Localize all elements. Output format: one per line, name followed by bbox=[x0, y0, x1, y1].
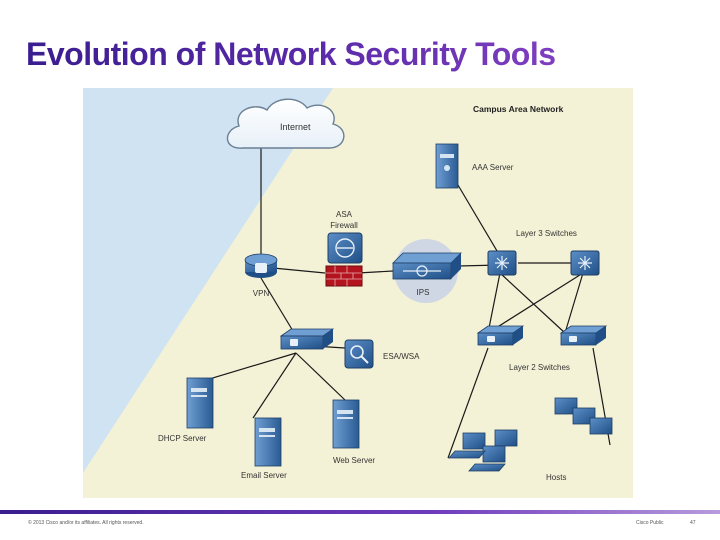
layer2-switch-left-icon bbox=[476, 325, 525, 346]
web-server-label: Web Server bbox=[333, 456, 375, 465]
slide-title: Evolution of Network Security Tools bbox=[26, 36, 556, 72]
asa-label: ASA bbox=[336, 210, 353, 219]
firewall-label: Firewall bbox=[330, 221, 358, 230]
esa-wsa-label: ESA/WSA bbox=[383, 352, 420, 361]
internet-label: Internet bbox=[280, 122, 311, 132]
aaa-server-label: AAA Server bbox=[472, 163, 514, 172]
hosts-label: Hosts bbox=[546, 473, 566, 482]
email-server-icon bbox=[254, 417, 282, 467]
vpn-label: VPN bbox=[253, 289, 270, 298]
email-server-label: Email Server bbox=[241, 471, 287, 480]
aaa-server-icon bbox=[435, 143, 459, 189]
copyright-text: © 2013 Cisco and/or its affiliates. All … bbox=[28, 520, 144, 526]
classification-text: Cisco Public bbox=[636, 520, 664, 526]
internet-cloud bbox=[226, 98, 345, 149]
ips-icon bbox=[392, 239, 462, 303]
layer3-switch-left-icon bbox=[487, 250, 517, 276]
layer3-switch-right-icon bbox=[570, 250, 600, 276]
dhcp-server-icon bbox=[186, 377, 214, 429]
esa-wsa-icon bbox=[344, 339, 374, 369]
vpn-router-icon bbox=[244, 253, 278, 278]
host-pc-group-right bbox=[554, 397, 613, 435]
campus-area-zone bbox=[83, 88, 633, 498]
layer2-switch-right-icon bbox=[559, 325, 608, 346]
access-switch-icon bbox=[279, 328, 335, 350]
web-server-icon bbox=[332, 399, 360, 449]
network-diagram: Internet Campus Area Network AAA Server … bbox=[83, 88, 633, 498]
asa-firewall-icon bbox=[325, 232, 363, 287]
page-number: 47 bbox=[690, 520, 696, 526]
layer2-switches-label: Layer 2 Switches bbox=[509, 363, 570, 372]
dhcp-server-label: DHCP Server bbox=[158, 434, 207, 443]
host-pc-group-left bbox=[448, 429, 518, 472]
layer3-switches-label: Layer 3 Switches bbox=[516, 229, 577, 238]
ips-label: IPS bbox=[417, 288, 430, 297]
campus-area-label: Campus Area Network bbox=[473, 104, 564, 114]
footer-bar bbox=[0, 510, 720, 514]
